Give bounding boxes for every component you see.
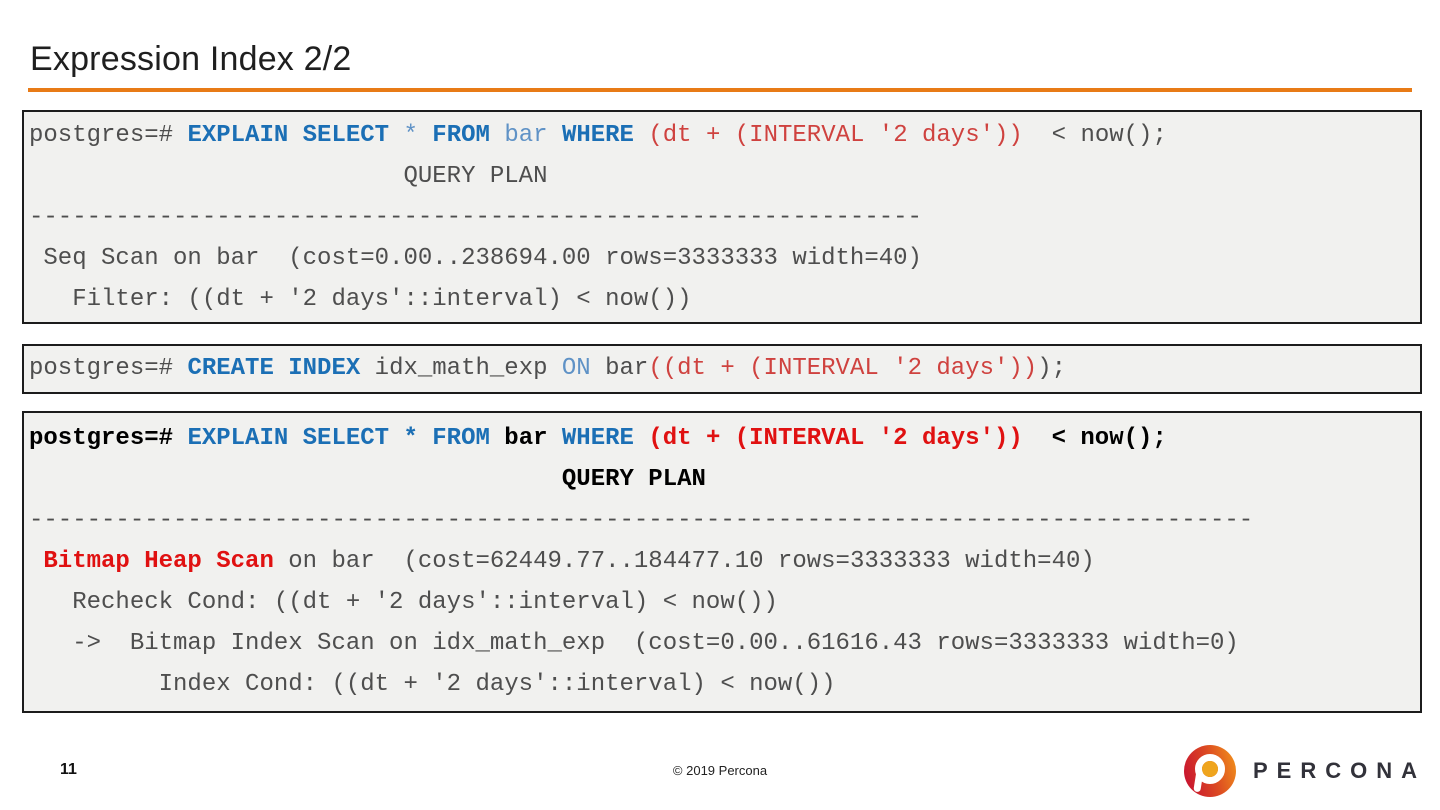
- slide-footer: 11 © 2019 Percona PERCONA: [0, 740, 1440, 810]
- terminal-line: Recheck Cond: ((dt + '2 days'::interval)…: [29, 589, 778, 616]
- terminal-line: ----------------------------------------…: [29, 507, 1254, 534]
- terminal-line: postgres=# EXPLAIN SELECT * FROM bar WHE…: [29, 122, 1167, 149]
- code-block-explain-seq-scan: postgres=# EXPLAIN SELECT * FROM bar WHE…: [22, 110, 1422, 324]
- percona-logo: PERCONA: [1183, 744, 1426, 798]
- slide-title: Expression Index 2/2: [30, 40, 352, 78]
- percona-wordmark: PERCONA: [1252, 758, 1426, 783]
- code-block-create-index: postgres=# CREATE INDEX idx_math_exp ON …: [22, 344, 1422, 394]
- terminal-line: Seq Scan on bar (cost=0.00..238694.00 ro…: [29, 245, 922, 272]
- terminal-line: QUERY PLAN: [29, 163, 548, 190]
- terminal-line: Index Cond: ((dt + '2 days'::interval) <…: [29, 671, 836, 698]
- accent-divider: [28, 88, 1412, 92]
- terminal-line: postgres=# CREATE INDEX idx_math_exp ON …: [29, 355, 1067, 382]
- terminal-line: QUERY PLAN: [29, 466, 706, 493]
- percona-logo-icon: [1183, 745, 1236, 797]
- copyright-text: © 2019 Percona: [672, 763, 768, 778]
- terminal-line: Bitmap Heap Scan on bar (cost=62449.77..…: [43, 548, 1095, 575]
- terminal-line: -> Bitmap Index Scan on idx_math_exp (co…: [29, 630, 1239, 657]
- terminal-line: Filter: ((dt + '2 days'::interval) < now…: [29, 286, 692, 313]
- code-block-explain-bitmap-scan: postgres=# EXPLAIN SELECT * FROM bar WHE…: [22, 411, 1422, 713]
- terminal-line: postgres=# EXPLAIN SELECT * FROM bar WHE…: [29, 425, 1167, 452]
- terminal-line: ----------------------------------------…: [29, 204, 922, 231]
- page-number: 11: [60, 761, 77, 778]
